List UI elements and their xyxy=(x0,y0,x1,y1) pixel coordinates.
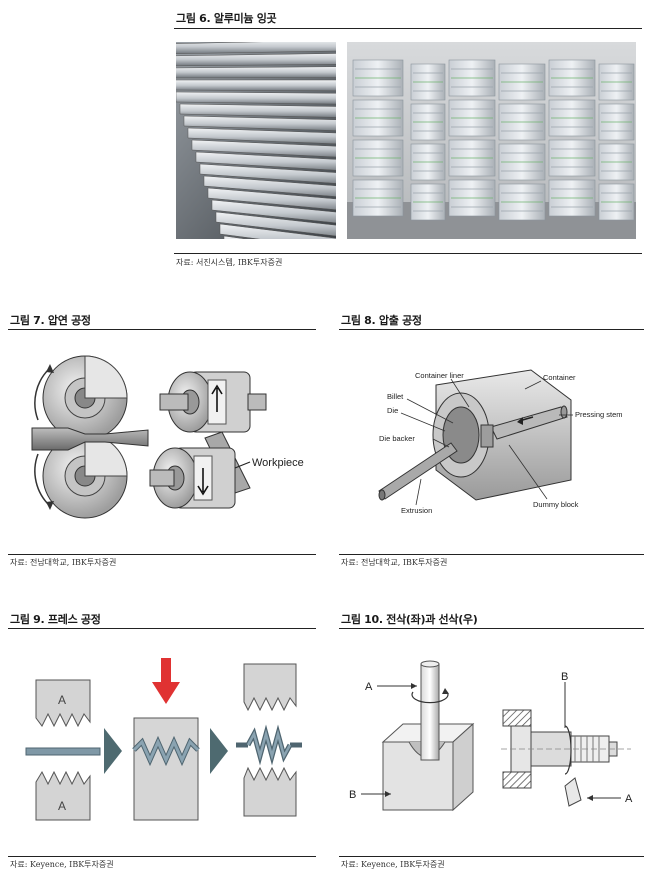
figure-9-top-rule xyxy=(8,628,316,629)
figure-8-source: 자료: 전남대학교, IBK투자증권 xyxy=(341,557,447,568)
figure-9-source: 자료: Keyence, IBK투자증권 xyxy=(10,859,114,870)
label-billet: Billet xyxy=(387,392,404,401)
figure-7-top-rule xyxy=(8,329,316,330)
label-container: Container xyxy=(543,373,576,382)
figure-8-bottom-rule xyxy=(339,554,644,555)
figure-6-bottom-rule xyxy=(174,253,642,254)
turning-tool xyxy=(565,778,581,806)
process-arrow-2 xyxy=(210,728,228,774)
figure-7-title: 그림 7. 압연 공정 xyxy=(10,312,91,328)
workpiece-label: Workpiece xyxy=(252,457,304,469)
milling-cutter xyxy=(421,664,439,760)
label-die: Die xyxy=(387,406,398,415)
figure-7-source: 자료: 전남대학교, IBK투자증권 xyxy=(10,557,116,568)
process-arrow-1 xyxy=(104,728,122,774)
figure-6-source: 자료: 서진시스템, IBK투자증권 xyxy=(176,257,282,268)
milling-turning-diagram: A B B A xyxy=(341,652,643,832)
die-upper-stage1: A xyxy=(36,680,90,726)
figure-7-bottom-rule xyxy=(8,554,316,555)
roll-3d-top xyxy=(160,372,266,432)
press-down-arrow xyxy=(161,658,171,684)
die-closed-stage2 xyxy=(134,718,198,820)
rolling-process-diagram: Workpiece xyxy=(10,350,315,530)
svg-text:A: A xyxy=(58,799,66,813)
lathe-chuck xyxy=(503,710,531,788)
figure-8-title: 그림 8. 압출 공정 xyxy=(341,312,422,328)
label-die-backer: Die backer xyxy=(379,434,415,443)
upper-roll xyxy=(43,356,127,440)
figure-9-title: 그림 9. 프레스 공정 xyxy=(10,611,101,627)
figure-10-source: 자료: Keyence, IBK투자증권 xyxy=(341,859,445,870)
milling-label-b: B xyxy=(349,789,356,801)
label-pressing-stem: Pressing stem xyxy=(575,410,623,419)
die-upper-stage3 xyxy=(244,664,296,710)
label-dummy-block: Dummy block xyxy=(533,500,579,509)
figure-10-title: 그림 10. 전삭(좌)과 선삭(우) xyxy=(341,611,477,627)
turning-label-a: A xyxy=(625,793,633,805)
formed-part-stage3 xyxy=(236,734,302,756)
label-extrusion: Extrusion xyxy=(401,506,432,515)
die-lower-stage3 xyxy=(244,768,296,816)
figure-9-bottom-rule xyxy=(8,856,316,857)
figure-10-bottom-rule xyxy=(339,856,644,857)
ingot-warehouse-photo xyxy=(347,42,636,239)
milling-label-a: A xyxy=(365,681,373,693)
turning-label-b: B xyxy=(561,671,568,683)
label-container-liner: Container liner xyxy=(415,371,464,380)
extrusion-process-diagram: Container liner Container Billet Die Pre… xyxy=(341,355,641,525)
svg-text:A: A xyxy=(58,693,66,707)
roll-3d-bottom xyxy=(150,448,235,508)
press-process-diagram: A A xyxy=(18,654,313,824)
ingot-stack-photo xyxy=(176,42,336,239)
metal-sheet-stage1 xyxy=(26,748,100,755)
dummy-block xyxy=(481,425,493,447)
die-lower-stage1: A xyxy=(36,772,90,820)
figure-10-top-rule xyxy=(339,628,644,629)
figure-6-title: 그림 6. 알루미늄 잉곳 xyxy=(176,10,276,26)
figure-8-top-rule xyxy=(339,329,644,330)
figure-6-top-rule xyxy=(174,28,642,29)
